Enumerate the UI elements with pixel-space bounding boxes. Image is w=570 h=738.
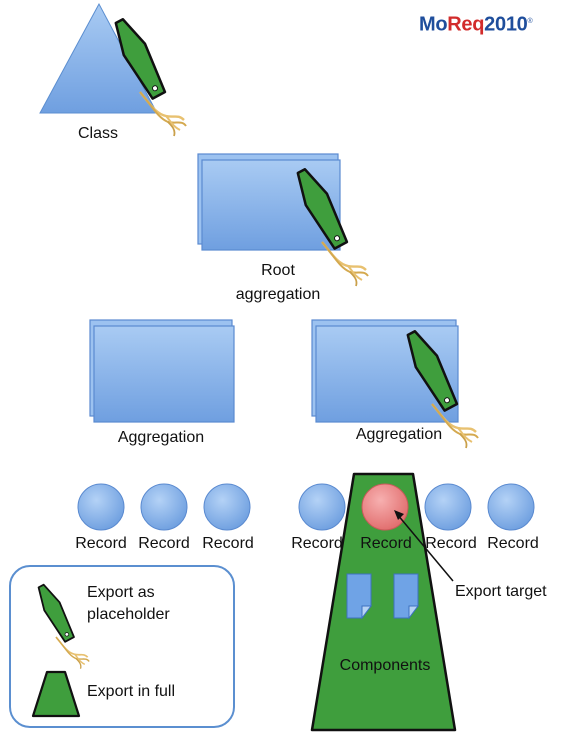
aggregation-right-label: Aggregation xyxy=(355,426,443,443)
component-document-icon xyxy=(346,573,372,620)
class-label: Class xyxy=(78,125,119,142)
legend-placeholder-label-line2: placeholder xyxy=(87,606,170,623)
moreq-logo: MoReq2010® xyxy=(419,4,559,40)
component-document-icon xyxy=(393,573,419,620)
record-ball-icon xyxy=(424,483,472,531)
record-label: Record xyxy=(487,535,539,552)
legend-trapezoid-icon xyxy=(31,670,81,718)
components-label: Components xyxy=(339,657,431,674)
record-label: Record xyxy=(75,535,127,552)
logo-prefix: Mo xyxy=(419,13,448,36)
legend-full-label: Export in full xyxy=(87,683,176,700)
record-label: Record xyxy=(425,535,477,552)
legend-placeholder-label-line1: Export as xyxy=(87,584,155,601)
export-target-arrow xyxy=(394,510,454,582)
record-label: Record xyxy=(202,535,254,552)
record-ball-icon xyxy=(140,483,188,531)
aggregation-left-label: Aggregation xyxy=(117,429,205,446)
aggregation-left-folder-icon xyxy=(89,319,235,423)
logo-suffix: 2010 xyxy=(484,13,528,36)
logo-accent: Req xyxy=(447,13,485,36)
export-target-record-label: Record xyxy=(360,535,412,552)
export-target-label: Export target xyxy=(455,583,547,600)
record-label: Record xyxy=(138,535,190,552)
record-label: Record xyxy=(291,535,343,552)
root-aggregation-label-line1: Root xyxy=(261,262,295,279)
record-ball-icon xyxy=(298,483,346,531)
record-ball-icon xyxy=(203,483,251,531)
export-target-record-ball-icon xyxy=(361,483,409,531)
record-ball-icon xyxy=(77,483,125,531)
record-ball-icon xyxy=(487,483,535,531)
export-full-trapezoid xyxy=(310,472,457,732)
logo-registered-mark: ® xyxy=(527,18,533,25)
root-aggregation-label-line2: aggregation xyxy=(235,286,321,303)
